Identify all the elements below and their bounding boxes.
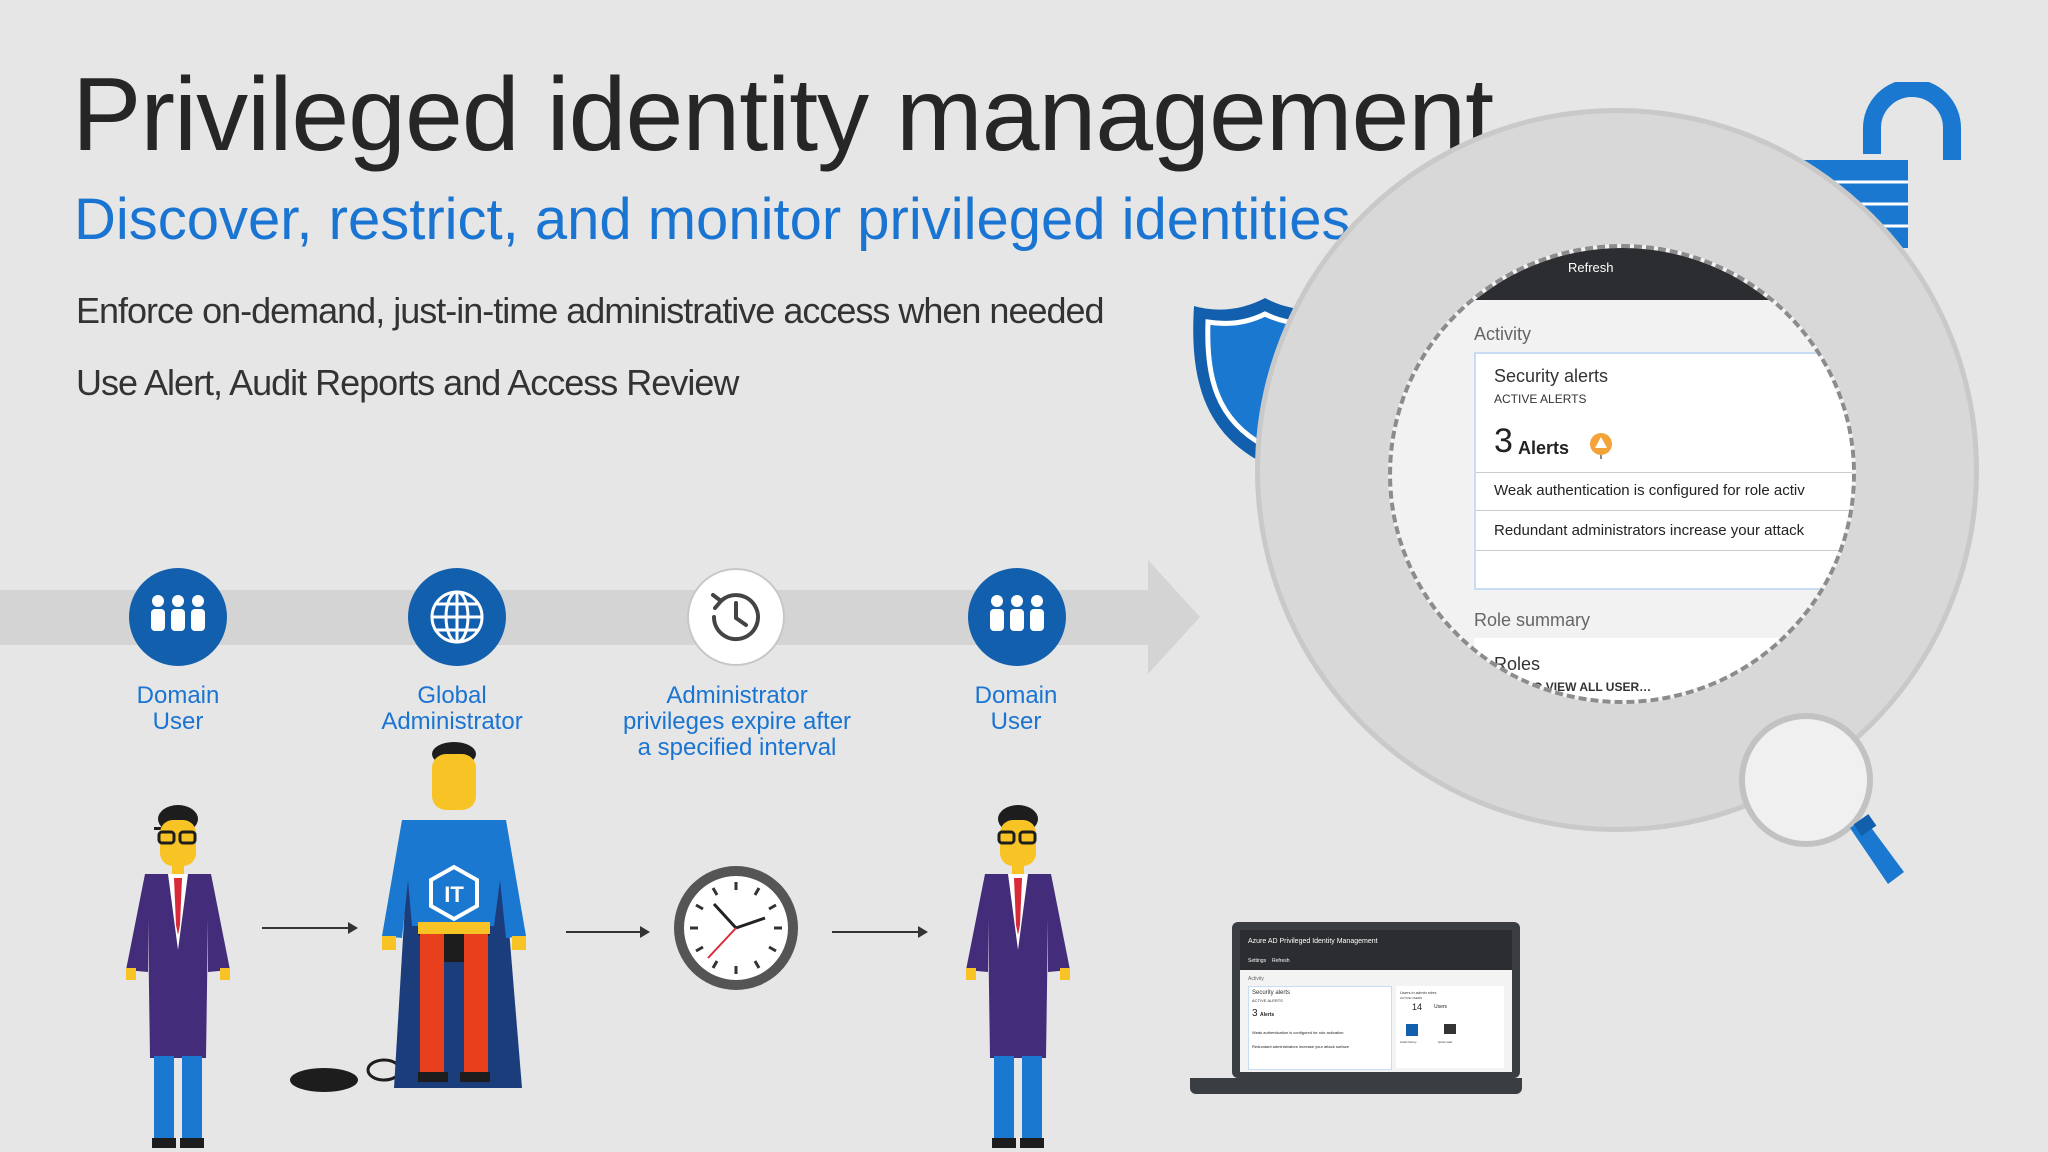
laptop-titlebar: [1240, 930, 1512, 970]
alerts-card[interactable]: [1474, 352, 1852, 590]
bullet-alert-audit-review: Use Alert, Audit Reports and Access Revi…: [76, 362, 739, 403]
laptop-alerts-title: Security alerts: [1252, 990, 1291, 996]
role-summary-label: Role summary: [1474, 610, 1591, 630]
refresh-button[interactable]: Refresh: [1568, 260, 1614, 275]
it-badge-text: IT: [444, 882, 464, 907]
wall-clock: [674, 866, 798, 990]
domain-user-return-figure: [966, 805, 1070, 1148]
laptop-alerts-count: 3: [1252, 1008, 1258, 1019]
zoomed-portal-view: Refresh Activity Security alerts ACTIVE …: [1388, 244, 1856, 704]
global-admin-hero-figure: IT: [290, 742, 526, 1092]
domain-user-figure: [126, 805, 230, 1148]
laptop-users-count: 14: [1412, 1002, 1423, 1012]
workflow-illustrations: IT: [126, 742, 1070, 1148]
laptop-refresh-button[interactable]: Refresh: [1272, 958, 1290, 964]
alerts-count: 3: [1494, 422, 1513, 460]
magnifier-lens: [1255, 108, 1979, 832]
users-group-icon: [990, 595, 1044, 631]
alert-row-weak-auth[interactable]: Weak authentication is configured for ro…: [1494, 482, 1805, 499]
laptop-alerts-card[interactable]: [1248, 986, 1392, 1070]
laptop-bezel: Azure AD Privileged Identity Management …: [1232, 922, 1520, 1078]
divider: [1476, 550, 1852, 551]
laptop-users-unit: Users: [1434, 1004, 1448, 1010]
step-global-admin-icon: [408, 568, 506, 666]
laptop-screen: Azure AD Privileged Identity Management …: [1240, 930, 1512, 1072]
users-group-icon: [151, 595, 205, 631]
laptop-quick-start-tile[interactable]: Quick start: [1438, 1040, 1453, 1044]
laptop-alert-row-redundant-admins[interactable]: Redundant administrators increase your a…: [1252, 1044, 1349, 1049]
roles-label: Roles: [1494, 654, 1541, 674]
step-label-domain-user-return: Domain User: [974, 682, 1058, 735]
activity-label: Activity: [1474, 324, 1532, 344]
laptop-activity-label: Activity: [1248, 976, 1264, 982]
step-domain-user-icon: [129, 568, 227, 666]
laptop-settings-button[interactable]: Settings: [1248, 958, 1267, 964]
step-expiry-icon: [687, 568, 785, 666]
view-all-users-link[interactable]: …RE TO VIEW ALL USER…: [1494, 680, 1652, 694]
alerts-card-subtitle: ACTIVE ALERTS: [1494, 392, 1587, 406]
laptop-users-title: Users in admin roles: [1400, 990, 1437, 995]
warning-icon: [1590, 433, 1612, 459]
slide-title: Privileged identity management: [72, 57, 1494, 173]
portal-toolbar: [1392, 248, 1852, 300]
laptop-alert-row-weak-auth[interactable]: Weak authentication is configured for ro…: [1252, 1030, 1344, 1035]
step-label-expiry: Administrator privileges expire after a …: [622, 682, 852, 761]
laptop-window-title: Azure AD Privileged Identity Management: [1248, 938, 1378, 945]
step-label-domain-user: Domain User: [136, 682, 220, 735]
bullet-on-demand-access: Enforce on-demand, just-in-time administ…: [76, 290, 1105, 331]
alert-row-redundant-admins[interactable]: Redundant administrators increase your a…: [1494, 522, 1805, 539]
magnifying-glass-icon: [1739, 713, 1904, 884]
alerts-unit: Alerts: [1518, 438, 1570, 458]
process-arrow-band: [0, 560, 1200, 674]
step-label-global-admin: Global Administrator: [381, 682, 523, 735]
laptop-alerts-unit: Alerts: [1260, 1012, 1275, 1018]
divider: [1476, 510, 1852, 511]
divider: [1476, 472, 1852, 473]
alerts-card-title: Security alerts: [1494, 366, 1609, 386]
globe-icon: [430, 590, 484, 644]
step-domain-user-return-icon: [968, 568, 1066, 666]
role-summary-card: [1474, 638, 1852, 700]
quick-start-icon: [1444, 1024, 1456, 1034]
laptop-audit-history-tile[interactable]: Audit history: [1400, 1040, 1417, 1044]
slide-subtitle: Discover, restrict, and monitor privileg…: [74, 187, 1351, 252]
history-clock-icon: [711, 593, 760, 642]
laptop-alerts-subtitle: ACTIVE ALERTS: [1252, 998, 1283, 1003]
laptop-base: [1190, 1078, 1522, 1094]
audit-history-icon: [1406, 1024, 1418, 1036]
laptop-users-subtitle: ACTIVE USERS: [1400, 996, 1423, 1000]
